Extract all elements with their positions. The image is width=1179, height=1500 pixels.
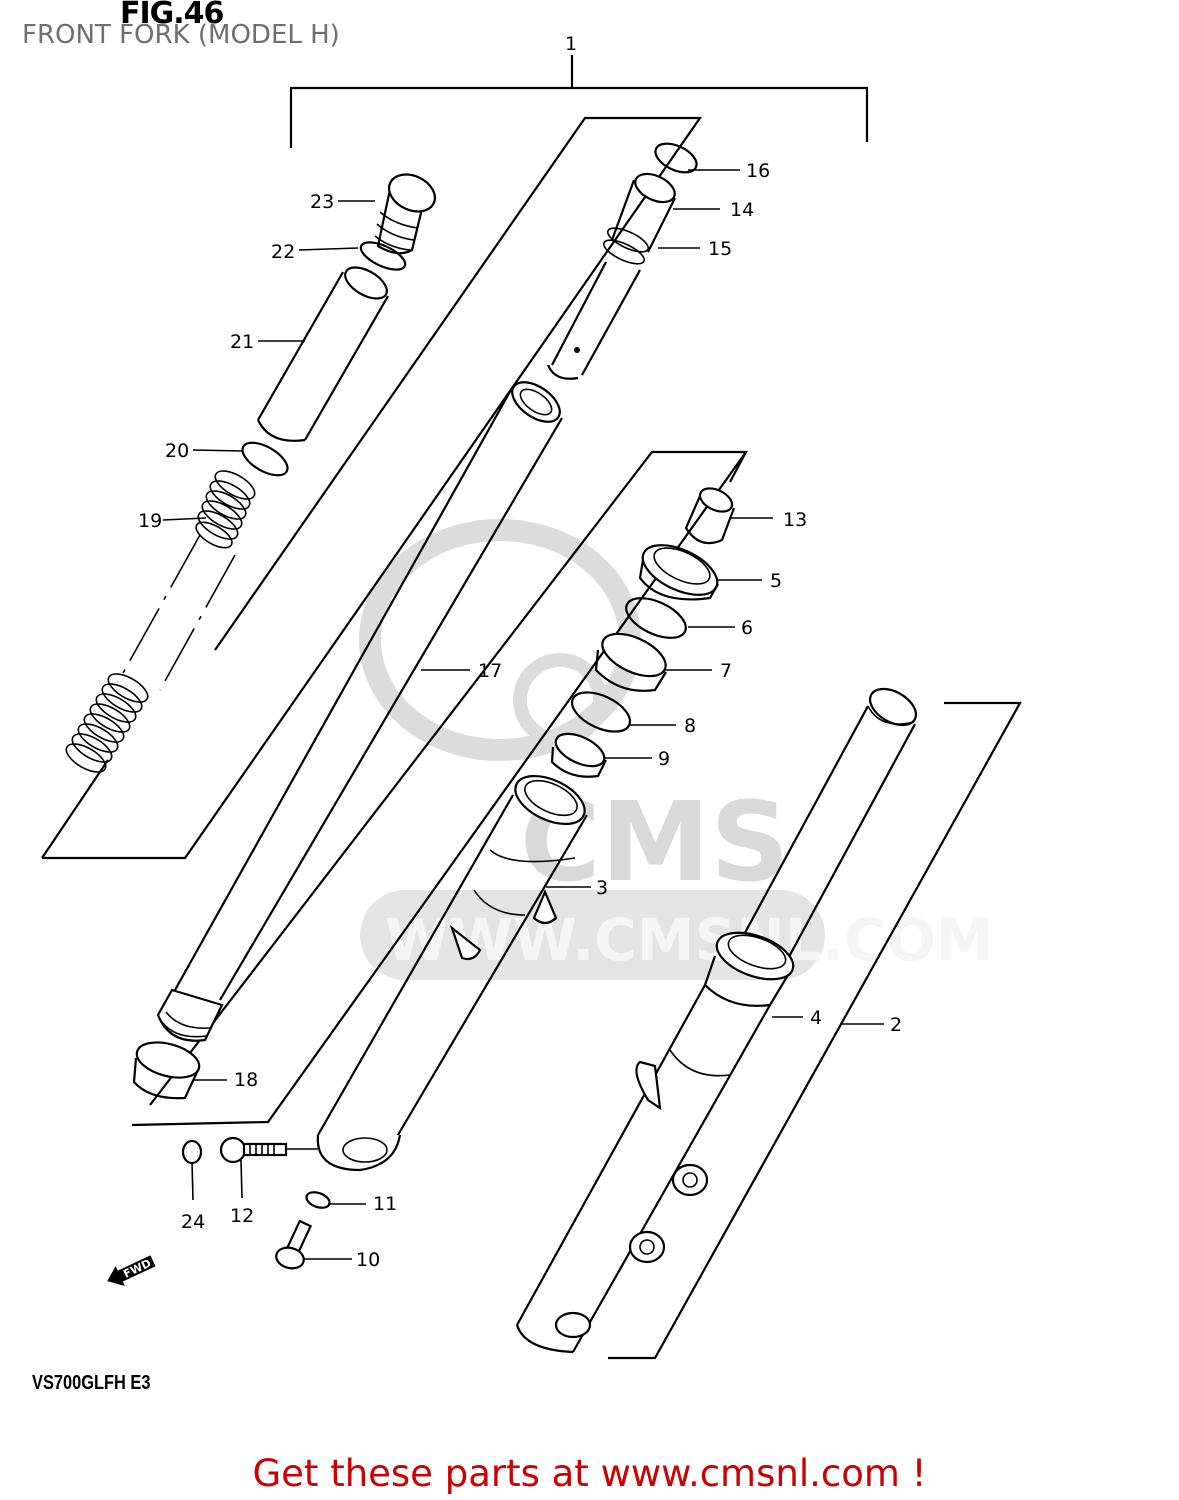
part-24-cap: [181, 1139, 203, 1165]
callout-18: 18: [234, 1069, 258, 1091]
model-code: VS700GLFH E3: [32, 1372, 151, 1394]
footer-cta-link[interactable]: Get these parts at www.cmsnl.com !: [252, 1452, 927, 1495]
callout-12: 12: [230, 1205, 254, 1227]
callout-8: 8: [684, 715, 696, 737]
callout-20: 20: [165, 440, 189, 462]
callout-5: 5: [770, 570, 782, 592]
callout-14: 14: [730, 199, 754, 221]
part-7-oil-seal: [594, 632, 667, 692]
callout-10: 10: [356, 1249, 380, 1271]
fork-lower-leg: [515, 984, 771, 1354]
figure-label: FIG.46: [120, 0, 224, 31]
part-12-bolt: [219, 1136, 288, 1164]
callout-4: 4: [810, 1007, 822, 1029]
group-outline-inner-edge: [41, 759, 109, 859]
part-6-stopper-ring: [625, 597, 687, 639]
callout-24: 24: [181, 1211, 205, 1233]
callout-23: 23: [310, 191, 334, 213]
callout-3: 3: [596, 877, 608, 899]
callout-1: 1: [565, 33, 577, 55]
part-16-ring: [654, 142, 698, 174]
callout-9: 9: [658, 748, 670, 770]
group-outline-right: [608, 701, 1022, 1360]
part-19-spring: [65, 470, 256, 773]
part-13-oil-lock-piece: [684, 487, 736, 545]
part-23-cap-bolt: [374, 173, 437, 255]
group-outline-inner: [42, 116, 703, 860]
callout-13: 13: [783, 509, 807, 531]
callout-2: 2: [890, 1014, 902, 1036]
forward-arrow-icon: FWD: [107, 1255, 156, 1287]
callout-22: 22: [271, 241, 295, 263]
callout-21: 21: [230, 331, 254, 353]
callout-11: 11: [373, 1193, 397, 1215]
part-20-washer: [241, 441, 289, 477]
part-8-washer: [571, 691, 631, 733]
callout-6: 6: [741, 617, 753, 639]
page-title: FRONT FORK (MODEL H): [22, 20, 340, 50]
callout-16: 16: [746, 160, 770, 182]
part-3-outer-tube: [316, 774, 588, 1172]
part-22-o-ring: [359, 241, 407, 271]
part-2-fork-tube: [739, 687, 918, 967]
callout-7: 7: [720, 660, 732, 682]
part-9-bushing: [550, 732, 607, 778]
part-18-guide: [132, 1041, 201, 1100]
callout-15: 15: [708, 238, 732, 260]
watermark-url: WWW.CMSNL.COM: [385, 906, 993, 974]
part-17-inner-tube: [156, 381, 563, 1042]
part-21-spacer-tube: [257, 266, 389, 442]
part-14-damper-rod: [546, 172, 676, 380]
callout-19: 19: [138, 510, 162, 532]
leader-lines: [162, 169, 884, 1260]
assembly-bracket: [289, 55, 869, 148]
part-5-dust-seal: [638, 544, 719, 601]
part-4-dust-seal: [703, 931, 795, 1007]
part-10-bolt: [275, 1219, 313, 1270]
part-11-washer: [305, 1191, 331, 1209]
fwd-label: FWD: [121, 1257, 153, 1281]
callout-17: 17: [478, 660, 502, 682]
group-outline-outer-edge: [729, 451, 747, 483]
callout-labels: 1 2 3 4 5 6 7 8 9 10 11 12 13 14 15 16 1…: [138, 33, 902, 1271]
